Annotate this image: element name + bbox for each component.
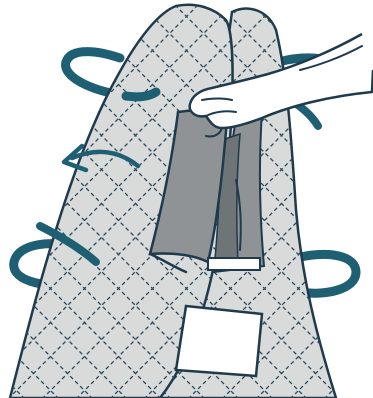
strap-top-left-front	[126, 92, 156, 97]
inner-label-strip	[208, 258, 260, 270]
pocket	[176, 306, 262, 376]
stitch-line	[0, 0, 24, 398]
stitch-line	[0, 0, 9, 398]
